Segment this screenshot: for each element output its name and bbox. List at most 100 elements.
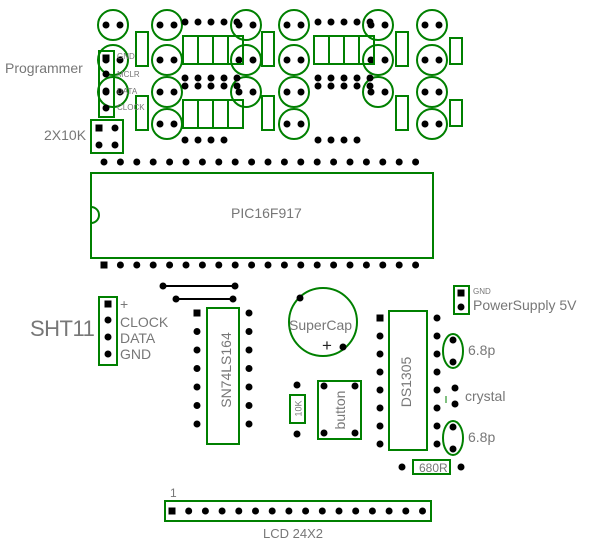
rtc-pin <box>433 368 441 376</box>
mcu-bottom-pin <box>149 261 157 269</box>
rtc-pin <box>433 404 441 412</box>
mcu-bottom-pin <box>215 261 223 269</box>
transistor-pad <box>116 21 124 29</box>
transistor-outline <box>151 76 183 108</box>
rtc-pin <box>376 440 384 448</box>
resistor-680-outline <box>412 459 451 475</box>
pad <box>104 350 112 358</box>
lcd-pin <box>285 507 293 515</box>
transistor-pad <box>156 88 164 96</box>
rtc-pin <box>376 422 384 430</box>
sensor-pin-plus-label: + <box>120 296 129 312</box>
transistor-pad <box>283 21 291 29</box>
pad <box>104 316 112 324</box>
rtc-pin <box>376 350 384 358</box>
power-supply-label: PowerSupply 5V <box>473 297 577 313</box>
rtc-pin <box>433 440 441 448</box>
rtc-pin <box>433 332 441 340</box>
transistor-pad <box>367 88 375 96</box>
transistor-pad <box>102 21 110 29</box>
pad <box>314 18 322 26</box>
transistor-pad <box>297 21 305 29</box>
rtc-pin <box>433 422 441 430</box>
pullup-resistor-outline <box>289 394 306 424</box>
button-label: button <box>332 390 348 430</box>
programmer-pin-1-pad <box>102 54 110 62</box>
rtc-pin <box>376 332 384 340</box>
programmer-header-outline <box>98 50 115 118</box>
cap1-label: 6.8p <box>468 342 496 358</box>
pad <box>233 18 241 26</box>
pad <box>320 382 328 390</box>
shift-register-pin <box>193 420 201 428</box>
sensor-pin-clock-label: CLOCK <box>120 314 169 330</box>
transistor-pad <box>116 56 124 64</box>
pad <box>159 282 167 290</box>
mcu-top-pin <box>182 158 190 166</box>
pad <box>293 381 301 389</box>
mcu-top-pin <box>100 158 108 166</box>
mcu-top-pin <box>264 158 272 166</box>
shift-register-pin <box>193 328 201 335</box>
pad <box>353 82 361 90</box>
transistor-pad <box>297 88 305 96</box>
pad <box>353 18 361 26</box>
shift-register-pin <box>193 365 201 372</box>
pad <box>220 74 228 82</box>
pad <box>366 18 374 26</box>
prog-pin-data-label: DATA <box>117 87 138 96</box>
lcd-pin <box>201 507 209 515</box>
lcd-pin <box>318 507 326 515</box>
mcu-top-pin <box>395 158 403 166</box>
transistor-pad <box>156 120 164 128</box>
rtc-pin <box>376 404 384 412</box>
shift-register-pin <box>245 309 253 317</box>
prog-pin-gnd-label: GND <box>117 52 135 61</box>
lcd-pin <box>419 507 426 515</box>
mcu-bottom-pin <box>133 261 141 269</box>
pad <box>314 136 322 144</box>
crystal-pad <box>451 400 459 408</box>
transistor-pad <box>170 88 178 96</box>
mcu-top-pin <box>116 158 124 166</box>
mcu-bottom-pin <box>116 261 124 269</box>
sensor-pin-data-label: DATA <box>120 330 156 346</box>
pad <box>366 82 374 90</box>
mcu-top-pin <box>346 158 354 166</box>
transistor-outline <box>416 44 448 76</box>
pad <box>207 18 215 26</box>
lcd-pin <box>185 507 193 515</box>
pad <box>449 445 457 453</box>
mcu-bottom-pin <box>182 261 190 269</box>
mcu-notch <box>90 206 100 224</box>
pad <box>327 136 335 144</box>
rtc-pin <box>376 386 384 394</box>
pad <box>327 18 335 26</box>
shift-register-pin <box>245 402 253 409</box>
transistor-pad <box>435 56 443 64</box>
pad <box>194 136 202 144</box>
resistor-outline <box>395 31 409 67</box>
mcu-top-pin <box>149 158 157 166</box>
transistor-pad <box>170 120 178 128</box>
transistor-outline <box>278 44 310 76</box>
rtc-label: DS1305 <box>398 356 414 408</box>
supercap-plus-label: + <box>322 336 332 355</box>
mcu-top-pin <box>297 158 305 166</box>
transistor-pad <box>297 120 305 128</box>
shift-register-pin <box>193 402 201 409</box>
pad <box>353 136 361 144</box>
mcu-top-pin <box>231 158 239 166</box>
mcu-bottom-pin <box>166 261 174 269</box>
pad <box>327 82 335 90</box>
transistor-pad <box>170 21 178 29</box>
pad <box>340 74 348 82</box>
supercap-pad <box>296 294 304 302</box>
pad <box>181 74 189 82</box>
pad <box>320 429 328 437</box>
shift-register-pin-1-pad <box>193 309 201 317</box>
pad <box>351 429 359 437</box>
rtc-pin <box>376 368 384 376</box>
